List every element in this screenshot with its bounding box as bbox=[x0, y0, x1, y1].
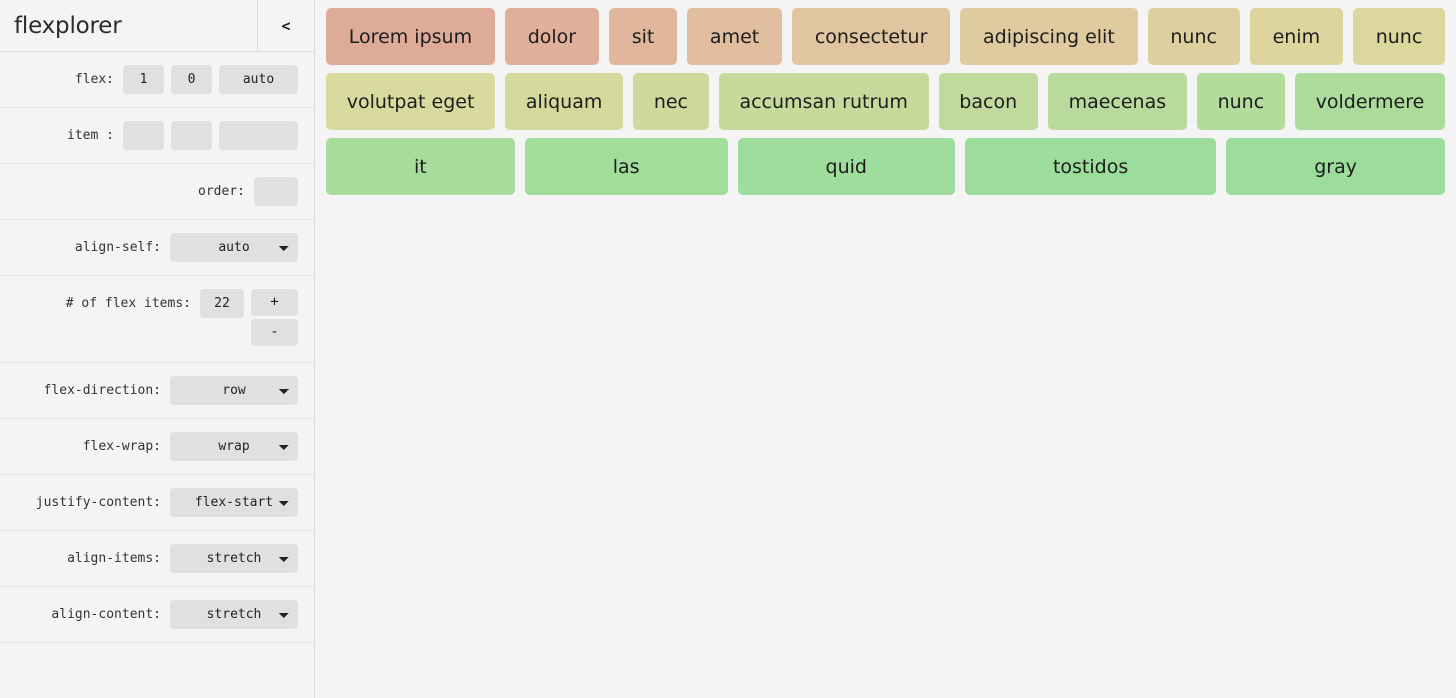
item-shrink-input[interactable] bbox=[171, 121, 212, 150]
flex-item[interactable]: las bbox=[524, 138, 728, 195]
flex-item[interactable]: aliquam bbox=[505, 73, 624, 130]
flex-item[interactable]: consectetur bbox=[792, 8, 951, 65]
flex-item[interactable]: nunc bbox=[1352, 8, 1446, 65]
control-label-align-content: align-content: bbox=[51, 607, 161, 622]
control-group-align-self: autoflex-startflex-endcenterbaselinestre… bbox=[170, 233, 298, 262]
align-content-select[interactable]: flex-startflex-endcenterspace-betweenspa… bbox=[170, 600, 298, 629]
sidebar-header: flexplorer < bbox=[0, 0, 314, 52]
flex-item[interactable]: accumsan rutrum bbox=[718, 73, 929, 130]
flex-item[interactable]: quid bbox=[737, 138, 955, 195]
flex-item[interactable]: volutpat eget bbox=[326, 73, 496, 130]
control-row-align-content: align-content: flex-startflex-endcentersp… bbox=[0, 587, 314, 643]
control-group-order bbox=[254, 177, 298, 206]
flex-basis-input[interactable] bbox=[219, 65, 298, 94]
control-row-flex: flex: bbox=[0, 52, 314, 108]
control-group-item bbox=[123, 121, 298, 150]
align-self-select[interactable]: autoflex-startflex-endcenterbaselinestre… bbox=[170, 233, 298, 262]
app-title: flexplorer bbox=[14, 12, 122, 39]
control-label-flex-wrap: flex-wrap: bbox=[82, 439, 161, 454]
flex-item[interactable]: maecenas bbox=[1047, 73, 1187, 130]
flex-item[interactable]: sit bbox=[608, 8, 678, 65]
control-row-align-self: align-self: autoflex-startflex-endcenterb… bbox=[0, 220, 314, 276]
flex-item[interactable]: nunc bbox=[1196, 73, 1285, 130]
increment-items-button[interactable]: + bbox=[251, 289, 298, 316]
control-label-order: order: bbox=[198, 184, 245, 199]
flex-item[interactable]: voldermere bbox=[1294, 73, 1446, 130]
control-group-flex-direction: rowrow-reversecolumncolumn-reverse bbox=[170, 376, 298, 405]
control-group-align-content: flex-startflex-endcenterspace-betweenspa… bbox=[170, 600, 298, 629]
decrement-items-button[interactable]: - bbox=[251, 319, 298, 346]
control-label-flex: flex: bbox=[74, 72, 114, 87]
control-label-align-items: align-items: bbox=[67, 551, 161, 566]
flex-item[interactable]: nunc bbox=[1147, 8, 1240, 65]
flex-item[interactable]: Lorem ipsum bbox=[326, 8, 495, 65]
order-input[interactable] bbox=[254, 177, 298, 206]
control-row-item: item : bbox=[0, 108, 314, 164]
flex-item[interactable]: nec bbox=[633, 73, 709, 130]
control-label-count: # of flex items: bbox=[65, 296, 191, 311]
sidebar-collapse-button[interactable]: < bbox=[257, 0, 314, 51]
control-label-item: item : bbox=[67, 128, 114, 143]
flex-item[interactable]: adipiscing elit bbox=[960, 8, 1138, 65]
control-group-align-items: flex-startflex-endcenterbaselinestretch bbox=[170, 544, 298, 573]
control-group-flex-wrap: nowrapwrapwrap-reverse bbox=[170, 432, 298, 461]
control-group-justify-content: flex-startflex-endcenterspace-betweenspa… bbox=[170, 488, 298, 517]
flex-wrap-select[interactable]: nowrapwrapwrap-reverse bbox=[170, 432, 298, 461]
flex-item[interactable]: bacon bbox=[938, 73, 1038, 130]
control-row-justify-content: justify-content: flex-startflex-endcenter… bbox=[0, 475, 314, 531]
controls-sidebar: flexplorer < flex: item : order: align-self… bbox=[0, 0, 315, 698]
item-basis-input[interactable] bbox=[219, 121, 298, 150]
sidebar-control-rows: flex: item : order: align-self: autoflex-sta… bbox=[0, 52, 314, 643]
control-label-align-self: align-self: bbox=[74, 240, 161, 255]
control-group-flex bbox=[123, 65, 298, 94]
flex-shrink-input[interactable] bbox=[171, 65, 212, 94]
control-label-justify-content: justify-content: bbox=[35, 495, 161, 510]
control-row-order: order: bbox=[0, 164, 314, 220]
flex-item-count-input[interactable] bbox=[200, 289, 244, 318]
control-row-count: # of flex items:+- bbox=[0, 276, 314, 363]
flex-grow-input[interactable] bbox=[123, 65, 164, 94]
item-grow-input[interactable] bbox=[123, 121, 164, 150]
justify-content-select[interactable]: flex-startflex-endcenterspace-betweenspa… bbox=[170, 488, 298, 517]
flex-item[interactable]: gray bbox=[1226, 138, 1445, 195]
flex-item[interactable]: enim bbox=[1249, 8, 1343, 65]
control-row-flex-direction: flex-direction: rowrow-reversecolumncolum… bbox=[0, 363, 314, 419]
control-label-flex-direction: flex-direction: bbox=[43, 383, 161, 398]
flex-direction-select[interactable]: rowrow-reversecolumncolumn-reverse bbox=[170, 376, 298, 405]
control-group-count: +- bbox=[200, 289, 298, 346]
flex-item[interactable]: amet bbox=[687, 8, 783, 65]
control-row-flex-wrap: flex-wrap: nowrapwrapwrap-reverse bbox=[0, 419, 314, 475]
align-items-select[interactable]: flex-startflex-endcenterbaselinestretch bbox=[170, 544, 298, 573]
flex-item[interactable]: dolor bbox=[504, 8, 599, 65]
control-row-align-items: align-items: flex-startflex-endcenterbase… bbox=[0, 531, 314, 587]
flex-item[interactable]: it bbox=[326, 138, 515, 195]
flex-item-count-stepper: +- bbox=[251, 289, 298, 346]
flex-item[interactable]: tostidos bbox=[964, 138, 1217, 195]
